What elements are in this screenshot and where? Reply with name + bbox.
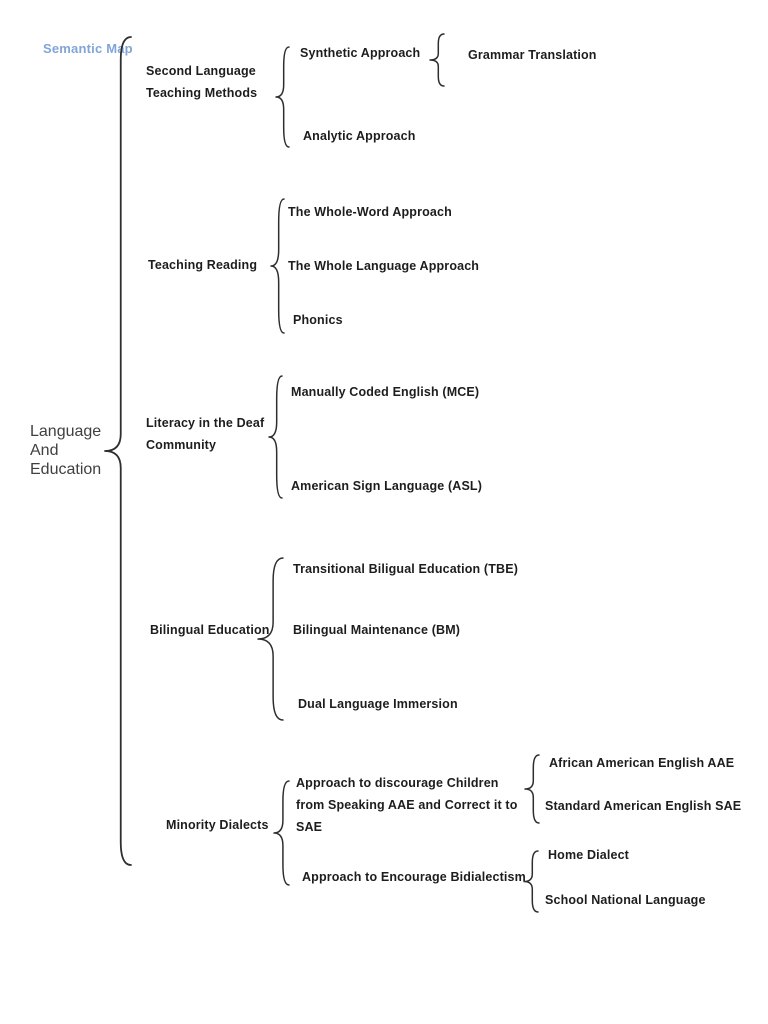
brace-root — [104, 36, 132, 866]
node-standard-american-english: Standard American English SAE — [545, 799, 742, 813]
brace-second-language-teaching-methods — [275, 46, 290, 148]
node-phonics: Phonics — [293, 313, 343, 327]
branch-literacy-in-the-deaf-community: Literacy in the Deaf Community — [146, 416, 265, 452]
branch-bilingual-education: Bilingual Education — [150, 623, 270, 637]
node-synthetic-approach: Synthetic Approach — [300, 46, 421, 60]
semantic-map-heading: Semantic Map — [43, 41, 133, 56]
node-dual-language-immersion: Dual Language Immersion — [298, 697, 458, 711]
brace-bilingual-education — [257, 557, 284, 721]
branch-second-language-teaching-methods: Second Language Teaching Methods — [146, 64, 258, 100]
root-node-language-and-education: Language And Education — [30, 423, 102, 478]
node-american-sign-language: American Sign Language (ASL) — [291, 479, 483, 493]
branch-minority-dialects: Minority Dialects — [166, 818, 269, 832]
node-bilingual-maintenance: Bilingual Maintenance (BM) — [293, 623, 461, 637]
brace-grammar-translation — [429, 33, 445, 87]
brace-home-school — [523, 850, 539, 913]
node-african-american-english: African American English AAE — [549, 756, 735, 770]
branch-teaching-reading: Teaching Reading — [148, 258, 258, 272]
node-grammar-translation: Grammar Translation — [468, 48, 597, 62]
node-whole-word-approach: The Whole-Word Approach — [288, 205, 452, 219]
node-approach-encourage-bidialectism: Approach to Encourage Bidialectism — [302, 870, 526, 884]
brace-literacy-in-the-deaf-community — [268, 375, 283, 499]
brace-teaching-reading — [270, 198, 285, 334]
node-home-dialect: Home Dialect — [548, 848, 629, 862]
brace-aae-sae — [524, 754, 540, 824]
node-analytic-approach: Analytic Approach — [303, 129, 416, 143]
brace-minority-dialects — [273, 780, 290, 886]
node-school-national-language: School National Language — [545, 893, 706, 907]
node-whole-language-approach: The Whole Language Approach — [288, 259, 480, 273]
node-transitional-bilingual-education: Transitional Biligual Education (TBE) — [293, 562, 519, 576]
node-manually-coded-english: Manually Coded English (MCE) — [291, 385, 480, 399]
node-approach-discourage-aae: Approach to discourage Children from Spe… — [296, 776, 518, 834]
